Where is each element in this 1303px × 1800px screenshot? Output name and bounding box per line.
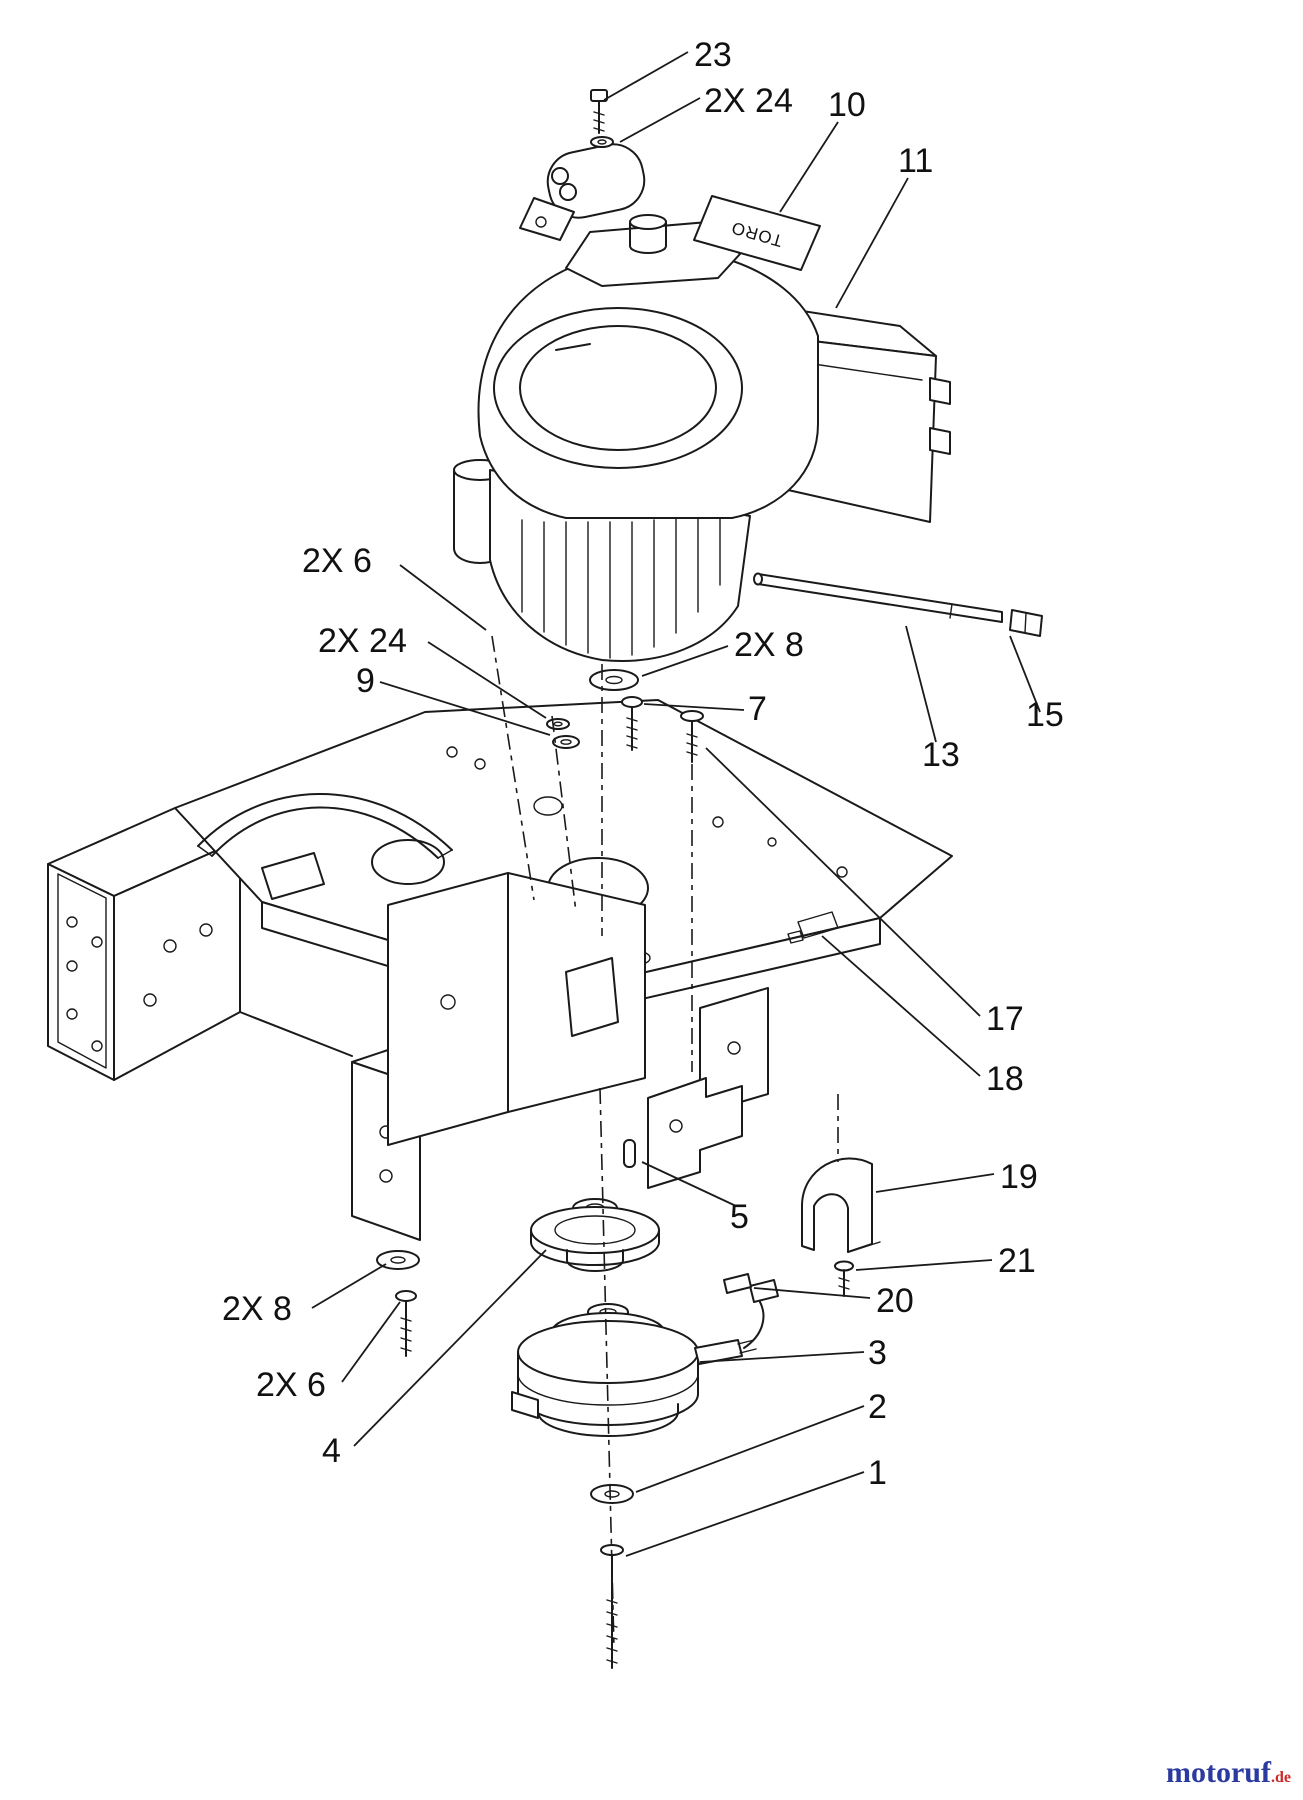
leader-2 bbox=[635, 1405, 865, 1493]
pulley-4 bbox=[530, 1198, 660, 1272]
leader-24-left bbox=[427, 641, 547, 719]
leader-18 bbox=[821, 935, 981, 1077]
callout-9: 9 bbox=[356, 662, 375, 700]
recoil-cover bbox=[493, 307, 743, 469]
bolt-21 bbox=[834, 1260, 854, 1297]
decal-plate: TORO bbox=[693, 195, 821, 271]
leader-4 bbox=[353, 1249, 547, 1447]
cap-15 bbox=[1009, 609, 1043, 637]
connector-20 bbox=[723, 1273, 779, 1349]
callout-3: 3 bbox=[868, 1334, 887, 1372]
leader-6-left bbox=[341, 1301, 401, 1383]
washer-24-left bbox=[552, 735, 580, 749]
clutch-terminal bbox=[694, 1339, 743, 1365]
clutch-tab bbox=[511, 1391, 539, 1419]
callout-4: 4 bbox=[322, 1432, 341, 1470]
leader-8-upper bbox=[641, 645, 729, 677]
callout-17: 17 bbox=[986, 1000, 1024, 1038]
leader-17 bbox=[705, 747, 981, 1017]
washer-2 bbox=[590, 1484, 634, 1504]
fender-arch bbox=[197, 793, 453, 851]
leader-10 bbox=[779, 121, 839, 213]
callout-20: 20 bbox=[876, 1282, 914, 1320]
callout-11: 11 bbox=[898, 142, 933, 180]
leader-8-left bbox=[311, 1263, 387, 1309]
callout-8-left: 2X 8 bbox=[222, 1290, 292, 1328]
callout-24-left: 2X 24 bbox=[318, 622, 407, 660]
clutch-3 bbox=[511, 1303, 757, 1437]
bolt-18 bbox=[680, 710, 704, 763]
callout-21: 21 bbox=[998, 1242, 1036, 1280]
leader-21 bbox=[855, 1259, 993, 1271]
frame-hanger-bracket bbox=[647, 1077, 743, 1189]
engine-fins bbox=[521, 517, 721, 659]
washer-8-upper bbox=[589, 669, 639, 691]
watermark-logo: motoruf.de bbox=[1166, 1756, 1291, 1790]
frame-decal bbox=[797, 911, 839, 939]
frame-front-plate bbox=[699, 987, 769, 1115]
leader-23 bbox=[603, 51, 689, 101]
callout-19: 19 bbox=[1000, 1158, 1038, 1196]
leader-24-top bbox=[619, 97, 701, 143]
callout-24-top: 2X 24 bbox=[704, 82, 793, 120]
bolt-7 bbox=[621, 696, 643, 751]
leader-9 bbox=[379, 681, 551, 736]
callout-10: 10 bbox=[828, 86, 866, 124]
logo-name: motoruf bbox=[1166, 1756, 1271, 1789]
callout-5: 5 bbox=[730, 1198, 749, 1236]
callout-8-upper: 2X 8 bbox=[734, 626, 804, 664]
callout-1: 1 bbox=[868, 1454, 887, 1492]
leader-1 bbox=[625, 1471, 865, 1557]
oil-cap bbox=[629, 214, 667, 230]
callout-15: 15 bbox=[1026, 696, 1064, 734]
callout-18: 18 bbox=[986, 1060, 1024, 1098]
leader-13 bbox=[905, 625, 937, 743]
washer-24-top bbox=[590, 136, 614, 148]
washer-8-left bbox=[376, 1250, 420, 1270]
rod-13 bbox=[753, 572, 1003, 623]
muffler-guard bbox=[519, 143, 646, 241]
callout-23: 23 bbox=[694, 36, 732, 74]
callouts: 23 2X 24 10 11 2X 6 2X 24 9 2X 8 7 13 15… bbox=[222, 36, 1064, 1492]
leader-11 bbox=[835, 177, 909, 309]
leader-19 bbox=[875, 1173, 995, 1193]
leader-20 bbox=[753, 1287, 871, 1299]
leader-3 bbox=[699, 1351, 865, 1363]
frame-tower-right bbox=[507, 872, 646, 1113]
key-5 bbox=[623, 1139, 636, 1168]
leader-lines bbox=[311, 51, 1041, 1557]
callout-6-left: 2X 6 bbox=[256, 1366, 326, 1404]
muffler-bracket bbox=[519, 197, 575, 241]
leader-15 bbox=[1009, 635, 1041, 713]
washer-9 bbox=[546, 718, 570, 730]
callout-2: 2 bbox=[868, 1388, 887, 1426]
centerlines bbox=[491, 635, 839, 1649]
callout-6-top: 2X 6 bbox=[302, 542, 372, 580]
bolt-23 bbox=[590, 89, 608, 134]
leader-5 bbox=[641, 1161, 737, 1207]
callout-13: 13 bbox=[922, 736, 960, 774]
logo-tld: .de bbox=[1271, 1769, 1291, 1786]
leader-7 bbox=[643, 703, 745, 711]
engine bbox=[453, 214, 951, 662]
leader-6-top bbox=[399, 564, 487, 631]
frame bbox=[47, 699, 953, 1241]
bolt-6-left bbox=[395, 1290, 417, 1357]
bracket-19 bbox=[801, 1157, 881, 1253]
callout-7: 7 bbox=[748, 690, 767, 728]
